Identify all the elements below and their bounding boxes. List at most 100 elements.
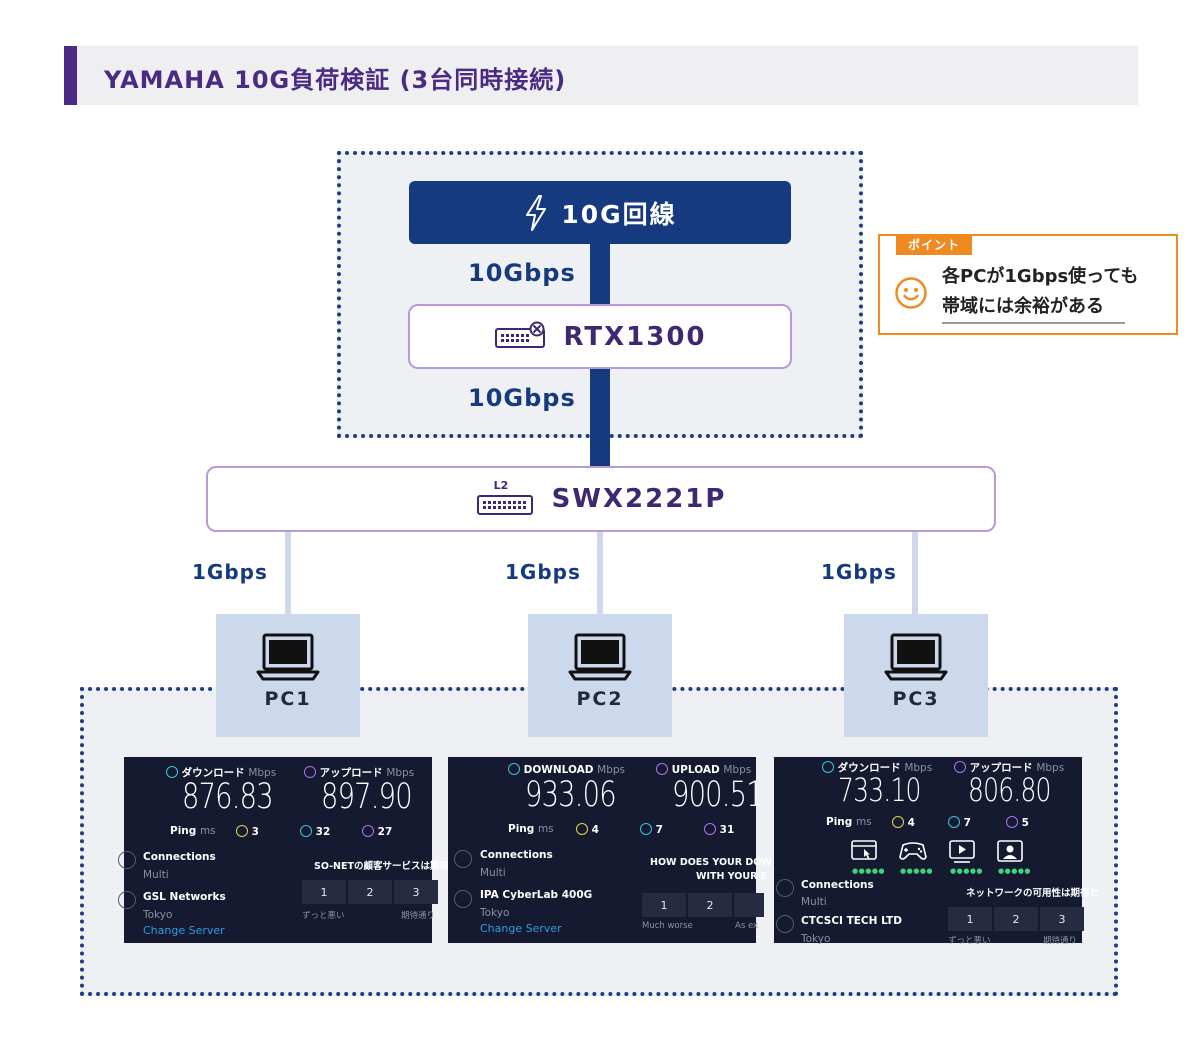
rating-high-label: As ex	[735, 921, 759, 931]
change-server-link[interactable]: Change Server	[143, 924, 225, 937]
rating-button[interactable]: 3	[1040, 907, 1084, 931]
isp-name: IPA CyberLab 400G	[480, 889, 593, 901]
upload-value: 900.51	[672, 775, 764, 815]
wan-line-box: 10G回線	[409, 181, 791, 244]
upload-icon	[954, 761, 966, 773]
rating-button[interactable]: 1	[642, 893, 686, 917]
pc-box-1: PC1	[216, 614, 360, 737]
upload-value: 806.80	[968, 771, 1051, 809]
ping-unit: ms	[199, 825, 216, 837]
link-line-pc2	[597, 532, 603, 616]
upload-unit: Mbps	[1036, 762, 1065, 774]
connections-icon	[454, 850, 472, 868]
connections-label: Connections	[480, 849, 553, 861]
link-line-router	[590, 243, 610, 305]
ping-upload-value: 5	[1021, 817, 1029, 829]
speed-label-pc3: 1Gbps	[821, 560, 897, 584]
page-title: YAMAHA 10G負荷検証 (3台同時接続)	[104, 66, 567, 94]
upload-icon	[362, 825, 374, 837]
download-icon	[508, 763, 520, 775]
switch-label: SWX2221P	[551, 484, 727, 514]
isp-city: Tokyo	[801, 933, 831, 945]
survey-question: SO-NETの顧客サービスは期待	[314, 861, 449, 872]
globe-icon	[776, 915, 794, 933]
download-icon	[166, 766, 178, 778]
pc-label: PC2	[576, 688, 624, 710]
switch-icon: L2	[476, 479, 534, 519]
laptop-icon	[568, 633, 632, 681]
download-label: ダウンロード	[837, 762, 901, 774]
video-call-icon	[997, 840, 1023, 862]
ping-upload-value: 27	[377, 826, 393, 838]
gaming-icon	[899, 842, 927, 860]
connections-value: Multi	[801, 896, 827, 908]
speed-label-pc1: 1Gbps	[192, 560, 268, 584]
point-callout: ポイント 各PCが1Gbps使っても 帯域には余裕がある	[878, 234, 1178, 335]
pc-label: PC3	[892, 688, 940, 710]
download-icon	[300, 825, 312, 837]
download-label: ダウンロード	[181, 767, 245, 779]
download-unit: Mbps	[597, 764, 626, 776]
upload-label: アップロード	[969, 762, 1033, 774]
ping-label: Ping	[826, 816, 853, 828]
laptop-icon	[256, 633, 320, 681]
ping-icon	[236, 825, 248, 837]
pc-box-3: PC3	[844, 614, 988, 737]
download-unit: Mbps	[248, 767, 277, 779]
rating-button[interactable]: 3	[394, 880, 438, 904]
globe-icon	[118, 891, 136, 909]
switch-badge: L2	[493, 479, 509, 492]
isp-city: Tokyo	[480, 907, 510, 919]
router-label: RTX1300	[563, 321, 707, 352]
change-server-link[interactable]: Change Server	[480, 922, 562, 935]
speed-label-pc2: 1Gbps	[505, 560, 581, 584]
gaming-rating-dots: ●●●●●	[900, 867, 934, 875]
globe-icon	[454, 890, 472, 908]
pc-label: PC1	[264, 688, 312, 710]
ping-value: 4	[907, 817, 915, 829]
download-label: DOWNLOAD	[523, 764, 594, 776]
ping-label: Ping	[170, 825, 197, 837]
rating-button[interactable]: 2	[688, 893, 732, 917]
ping-icon	[576, 823, 588, 835]
isp-name: CTCSCI TECH LTD	[801, 915, 902, 927]
survey-question-line-2: WITH YOUR E	[696, 871, 768, 882]
router-box: RTX1300	[408, 304, 792, 369]
speedtest-result-1: ダウンロード Mbps アップロード Mbps 876.83 897.90 Pi…	[118, 757, 449, 943]
connections-label: Connections	[801, 879, 874, 891]
connections-icon	[776, 879, 794, 897]
link-line-pc1	[285, 532, 291, 616]
rating-button-partial[interactable]	[734, 893, 764, 917]
point-badge: ポイント	[896, 234, 973, 255]
upload-icon	[1006, 816, 1018, 828]
upload-label: アップロード	[319, 767, 383, 779]
download-icon	[822, 761, 834, 773]
isp-city: Tokyo	[143, 909, 173, 921]
laptop-icon	[884, 633, 948, 681]
rating-high-label: 期待通り	[401, 911, 436, 921]
rating-button[interactable]: 1	[302, 880, 346, 904]
video-streaming-icon	[949, 840, 975, 863]
switch-box: L2 SWX2221P	[206, 466, 996, 532]
speedtest-result-3: ダウンロード Mbps アップロード Mbps 733.10 806.80 Pi…	[774, 757, 1099, 946]
rating-low-label: Much worse	[642, 921, 693, 931]
download-value: 933.06	[525, 775, 617, 815]
ping-unit: ms	[537, 823, 554, 835]
rating-button[interactable]: 1	[948, 907, 992, 931]
upload-value: 897.90	[321, 777, 413, 817]
ping-value: 4	[591, 824, 599, 836]
download-value: 733.10	[838, 771, 921, 809]
speed-label-wan: 10Gbps	[468, 259, 576, 287]
download-icon	[640, 823, 652, 835]
browsing-rating-dots: ●●●●●	[852, 867, 886, 875]
upload-icon	[656, 763, 668, 775]
rating-button[interactable]: 2	[348, 880, 392, 904]
rating-button[interactable]: 2	[994, 907, 1038, 931]
ping-value: 3	[251, 826, 259, 838]
upload-label: UPLOAD	[671, 764, 720, 776]
isp-name: GSL Networks	[143, 891, 226, 903]
link-line-pc3	[912, 532, 918, 616]
lightning-icon	[526, 194, 547, 231]
download-unit: Mbps	[904, 762, 933, 774]
connections-label: Connections	[143, 851, 216, 863]
